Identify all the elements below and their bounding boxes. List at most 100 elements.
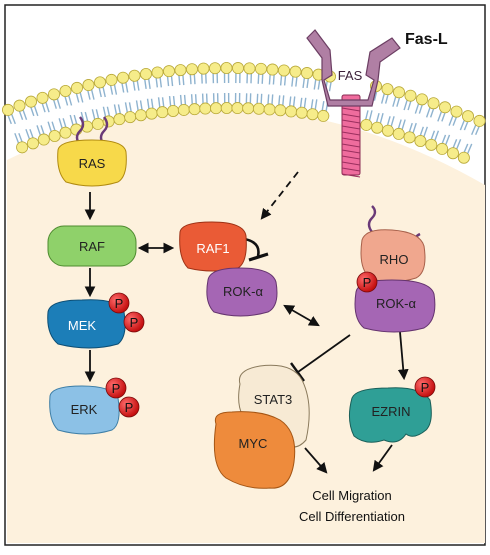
lipid-head-outer — [106, 74, 117, 85]
raf-protein: RAF — [48, 226, 136, 266]
lipid-head-outer — [198, 63, 209, 74]
lipid-head-inner — [404, 132, 415, 143]
phospho-rho: P — [357, 272, 377, 292]
rok-alpha-right-label: ROK-α — [376, 296, 417, 311]
phospho-rho-label: P — [363, 275, 372, 290]
lipid-head-outer — [439, 102, 450, 113]
lipid-head-outer — [163, 66, 174, 77]
lipid-head-outer — [140, 68, 151, 79]
lipid-head-outer — [71, 82, 82, 93]
lipid-head-outer — [2, 104, 13, 115]
lipid-head-outer — [60, 85, 71, 96]
lipid-head-outer — [25, 96, 36, 107]
lipid-head-outer — [83, 79, 94, 90]
fas-l-label: Fas-L — [405, 31, 448, 48]
erk-label: ERK — [71, 402, 98, 417]
lipid-head-outer — [255, 63, 266, 74]
lipid-head-outer — [129, 70, 140, 81]
lipid-head-inner — [458, 152, 469, 163]
mek-label: MEK — [68, 318, 97, 333]
lipid-head-inner — [232, 102, 243, 113]
lipid-head-outer — [14, 100, 25, 111]
raf1-protein: RAF1 — [180, 222, 247, 271]
phospho-mek-2-label: P — [130, 315, 139, 330]
outcome-cell-migration: Cell Migration — [312, 488, 391, 503]
outcome-cell-differentiation: Cell Differentiation — [299, 509, 405, 524]
lipid-head-outer — [175, 64, 186, 75]
lipid-head-outer — [462, 111, 473, 122]
lipid-head-outer — [382, 83, 393, 94]
lipid-head-inner — [243, 103, 254, 114]
phospho-erk-1-label: P — [112, 381, 121, 396]
rok-alpha-left-protein: ROK-α — [207, 268, 277, 316]
lipid-head-inner — [135, 110, 146, 121]
rho-label: RHO — [380, 252, 409, 267]
myc-protein: MYC — [214, 412, 294, 489]
ras-label: RAS — [79, 156, 106, 171]
myc-label: MYC — [239, 436, 268, 451]
lipid-head-outer — [152, 67, 163, 78]
lipid-head-inner — [38, 134, 49, 145]
lipid-head-inner — [49, 130, 60, 141]
lipid-head-outer — [117, 72, 128, 83]
lipid-head-inner — [114, 114, 125, 125]
lipid-head-inner — [437, 143, 448, 154]
lipid-head-outer — [232, 62, 243, 73]
lipid-head-inner — [447, 148, 458, 159]
fas-label: FAS — [338, 68, 363, 83]
phospho-mek-2: P — [124, 312, 144, 332]
phospho-erk-1: P — [106, 378, 126, 398]
lipid-head-outer — [221, 62, 232, 73]
lipid-head-inner — [393, 128, 404, 139]
lipid-head-inner — [307, 109, 318, 120]
lipid-head-outer — [405, 90, 416, 101]
lipid-head-inner — [189, 104, 200, 115]
raf1-label: RAF1 — [196, 241, 229, 256]
lipid-head-inner — [253, 103, 264, 114]
lipid-head-inner — [125, 111, 136, 122]
ezrin-protein: EZRIN — [349, 388, 431, 443]
stat3-label: STAT3 — [254, 392, 293, 407]
lipid-head-outer — [290, 66, 301, 77]
lipid-head-inner — [415, 135, 426, 146]
phospho-erk-2-label: P — [125, 400, 134, 415]
lipid-head-outer — [301, 67, 312, 78]
lipid-head-inner — [60, 127, 71, 138]
lipid-head-inner — [285, 106, 296, 117]
lipid-head-outer — [209, 63, 220, 74]
lipid-head-outer — [94, 77, 105, 88]
lipid-head-inner — [221, 102, 232, 113]
lipid-head-inner — [146, 108, 157, 119]
lipid-head-inner — [168, 105, 179, 116]
raf-label: RAF — [79, 239, 105, 254]
rok-alpha-left-label: ROK-α — [223, 284, 264, 299]
lipid-head-inner — [275, 105, 286, 116]
lipid-head-outer — [393, 87, 404, 98]
phospho-ezrin: P — [415, 377, 435, 397]
lipid-head-inner — [157, 107, 168, 118]
phospho-mek-1: P — [109, 293, 129, 313]
lipid-head-inner — [382, 125, 393, 136]
lipid-head-inner — [200, 103, 211, 114]
lipid-head-inner — [210, 103, 221, 114]
lipid-head-outer — [244, 63, 255, 74]
lipid-head-inner — [178, 104, 189, 115]
ezrin-label: EZRIN — [372, 404, 411, 419]
lipid-head-outer — [278, 65, 289, 76]
phospho-mek-1-label: P — [115, 296, 124, 311]
lipid-head-inner — [372, 122, 383, 133]
lipid-head-inner — [318, 110, 329, 121]
lipid-head-inner — [264, 104, 275, 115]
lipid-head-outer — [48, 89, 59, 100]
lipid-head-inner — [92, 118, 103, 129]
phospho-ezrin-label: P — [421, 380, 430, 395]
lipid-head-outer — [267, 64, 278, 75]
lipid-head-outer — [37, 92, 48, 103]
lipid-head-outer — [474, 115, 485, 126]
lipid-head-inner — [296, 107, 307, 118]
lipid-head-outer — [428, 98, 439, 109]
lipid-head-outer — [451, 106, 462, 117]
lipid-head-inner — [17, 142, 28, 153]
